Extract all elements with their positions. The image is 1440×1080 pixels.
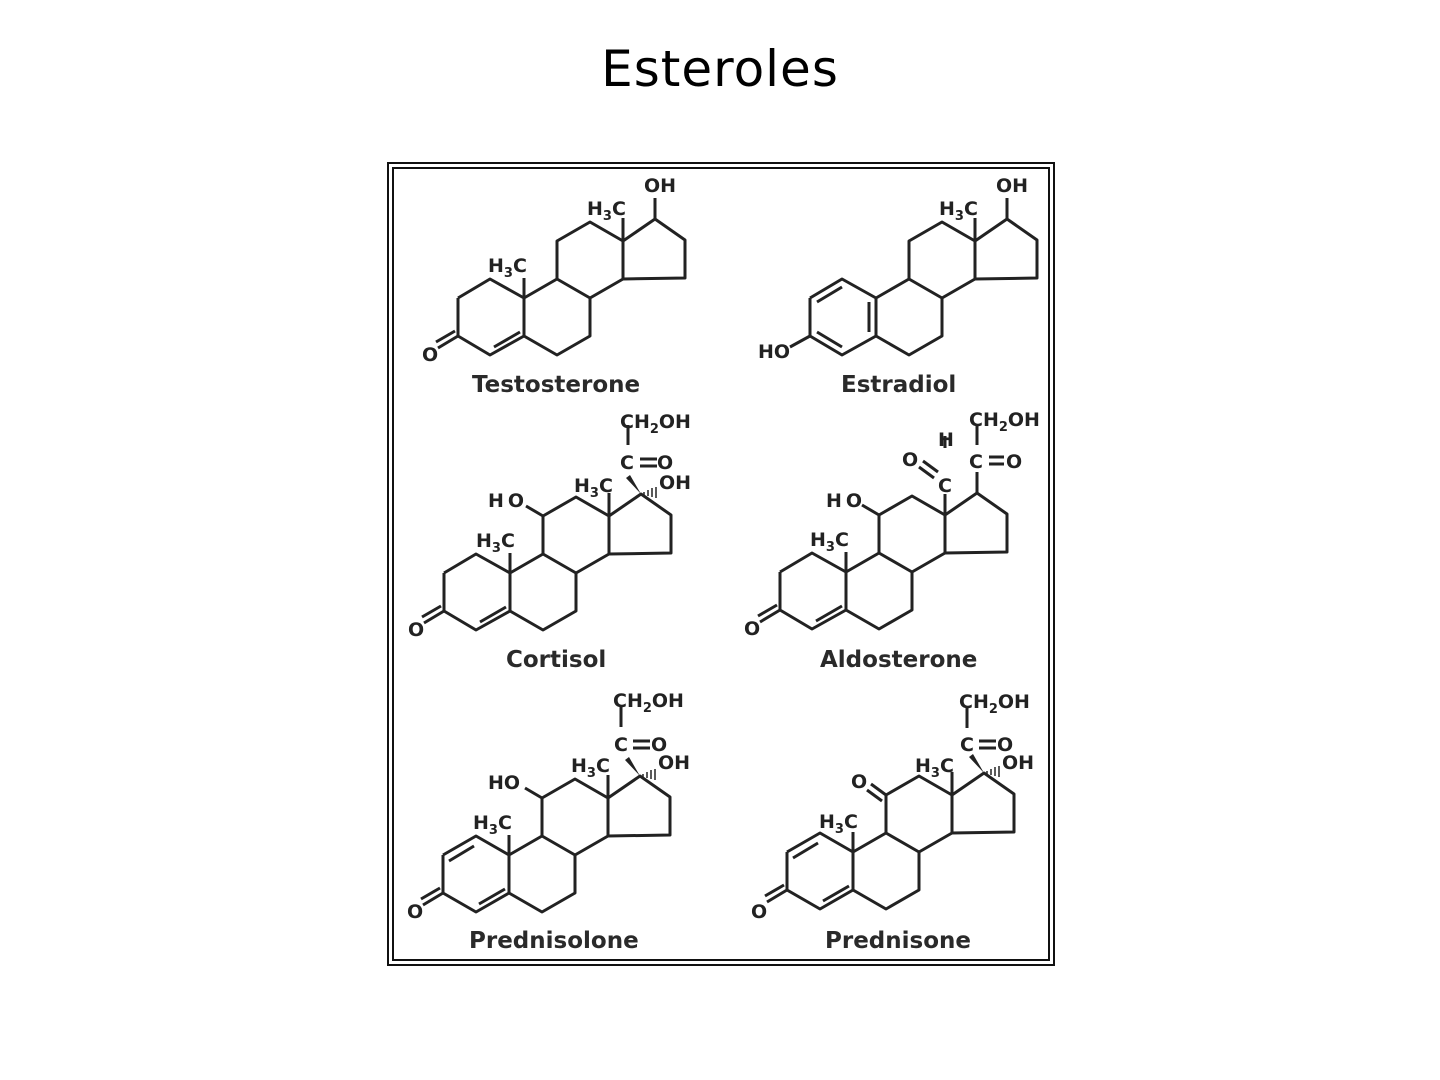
hydroxymethyl-label: CH2OH bbox=[959, 691, 1030, 717]
carbon-label: C bbox=[960, 734, 974, 756]
molecule-prednisone: O H3C O H3C OH C O CH2OH Prednisone bbox=[751, 691, 1034, 954]
hydroxyl-label: OH bbox=[658, 752, 690, 774]
hydroxyl-label: OH bbox=[659, 472, 691, 494]
oxygen-label: O bbox=[651, 734, 667, 756]
slide-title: Esteroles bbox=[601, 40, 839, 98]
methyl-label: H3C bbox=[939, 198, 978, 224]
oxygen-label: O bbox=[407, 901, 423, 923]
methyl-label: H3C bbox=[810, 529, 849, 555]
methyl-label: H3C bbox=[574, 475, 613, 501]
hydrogen-label: H bbox=[938, 429, 954, 451]
hydroxyl-label: HO bbox=[488, 772, 520, 794]
molecule-name-aldosterone: Aldosterone bbox=[820, 647, 977, 673]
hydroxyl-label: OH bbox=[644, 175, 676, 197]
oxygen-label: O bbox=[744, 618, 760, 640]
methyl-label: H3C bbox=[915, 755, 954, 781]
hydroxymethyl-label: CH2OH bbox=[969, 409, 1040, 435]
hydroxyl-label: OH bbox=[1002, 752, 1034, 774]
carbon-label: C bbox=[938, 475, 952, 497]
figure-frame-inner bbox=[392, 167, 1050, 961]
hydroxymethyl-label: CH2OH bbox=[613, 690, 684, 716]
molecule-prednisolone: O H3C HO H3C OH C O CH2OH Prednisolone bbox=[407, 690, 690, 954]
molecule-cortisol: O H3C HO H3C OH C O CH2OH Cortisol bbox=[408, 411, 691, 673]
molecule-aldosterone: O H3C HO C H O C O CH2OH Aldosterone bbox=[744, 409, 1040, 673]
oxygen-label: O bbox=[657, 452, 673, 474]
carbon-label: C bbox=[969, 451, 983, 473]
molecule-name-estradiol: Estradiol bbox=[841, 372, 956, 398]
carbon-label: C bbox=[614, 734, 628, 756]
oxygen-label: O bbox=[408, 619, 424, 641]
oxygen-label: O bbox=[751, 901, 767, 923]
molecule-name-cortisol: Cortisol bbox=[506, 647, 606, 673]
hydroxymethyl-label: CH2OH bbox=[620, 411, 691, 437]
oxygen-label: O bbox=[902, 449, 918, 471]
molecule-name-testosterone: Testosterone bbox=[472, 372, 640, 398]
methyl-label: H3C bbox=[587, 198, 626, 224]
methyl-label: H3C bbox=[473, 812, 512, 838]
oxygen-label: O bbox=[422, 344, 438, 366]
oxygen-label: O bbox=[1006, 451, 1022, 473]
methyl-label: H3C bbox=[819, 811, 858, 837]
oxygen-label: O bbox=[851, 771, 867, 793]
molecule-testosterone: O H3C H3C OH Testosterone bbox=[422, 175, 687, 398]
figure-frame bbox=[387, 162, 1055, 966]
hydroxyl-label: HO bbox=[488, 490, 528, 512]
carbon-label: C bbox=[620, 452, 634, 474]
oxygen-label: O bbox=[997, 734, 1013, 756]
molecule-estradiol: HO H3C OH Estradiol bbox=[758, 175, 1039, 398]
molecule-name-prednisone: Prednisone bbox=[825, 928, 971, 954]
methyl-label: H3C bbox=[571, 755, 610, 781]
hydroxyl-label: HO bbox=[758, 341, 790, 363]
hydroxyl-label: HO bbox=[826, 490, 866, 512]
molecule-name-prednisolone: Prednisolone bbox=[469, 928, 639, 954]
methyl-label: H3C bbox=[488, 255, 527, 281]
methyl-label: H3C bbox=[476, 530, 515, 556]
hydroxyl-label: OH bbox=[996, 175, 1028, 197]
